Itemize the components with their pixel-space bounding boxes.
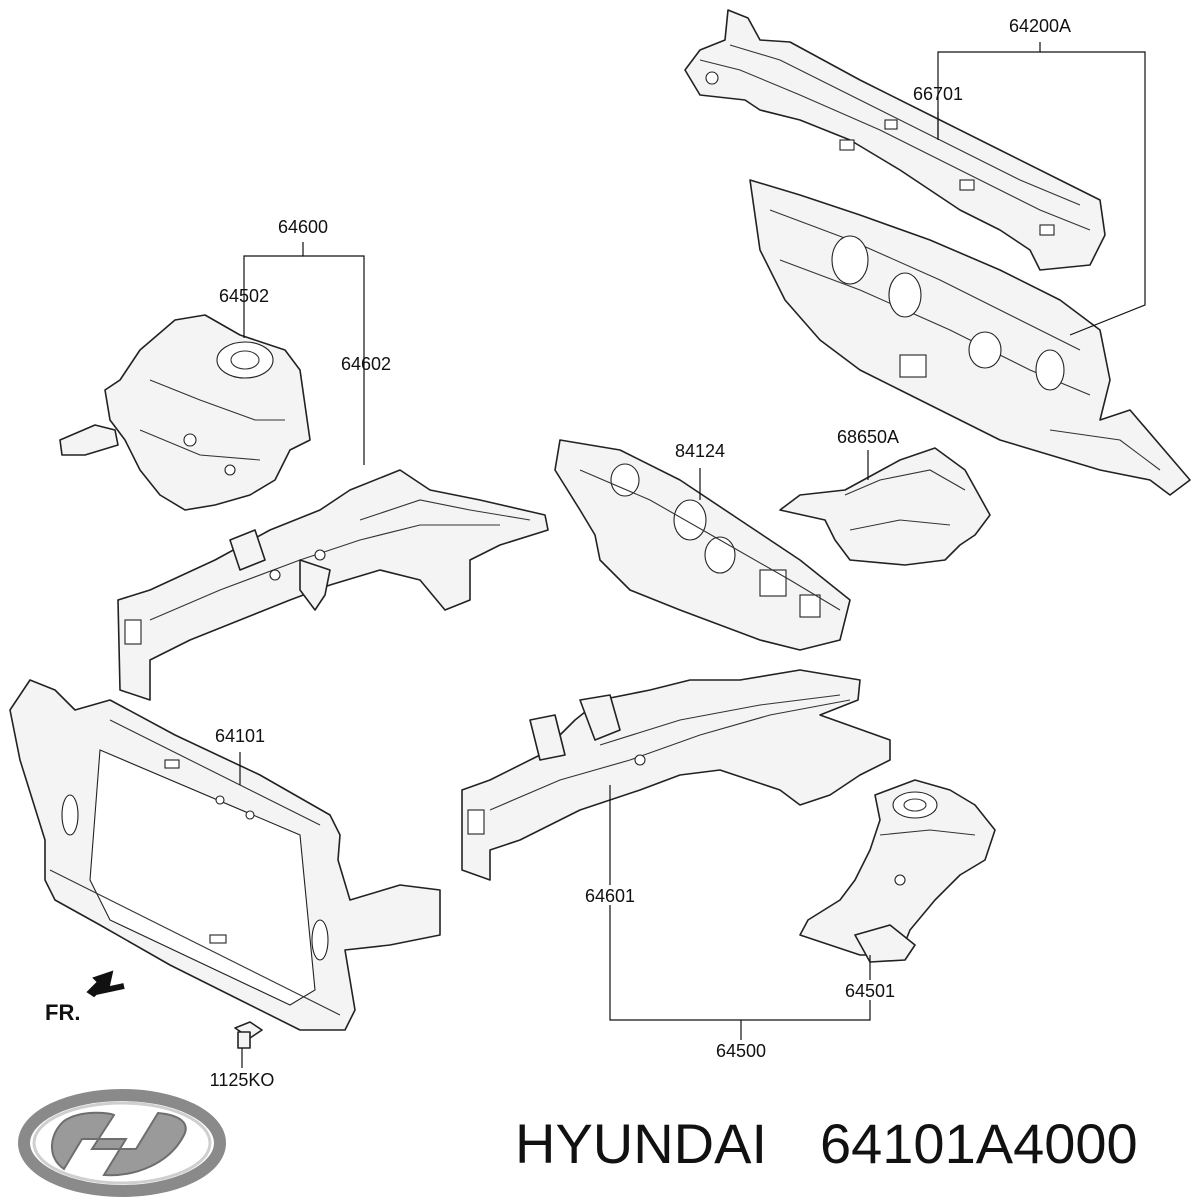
radiator-support-64101 (9, 679, 441, 1031)
label-64602: 64602 (341, 354, 391, 374)
part-caption: HYUNDAI 64101A4000 (515, 1112, 1138, 1175)
fender-apron-64501 (799, 779, 996, 963)
dash-panel (749, 179, 1191, 496)
hyundai-logo-icon (18, 1089, 226, 1197)
leader-lines (239, 42, 1146, 1068)
direction-arrow-icon (86, 970, 114, 998)
label-1125KO: 1125KO (210, 1070, 275, 1090)
front-direction-marker: FR. (45, 970, 125, 1025)
label-68650A: 68650A (837, 427, 899, 447)
front-side-member-64602 (117, 469, 549, 701)
front-side-member-64601 (461, 669, 891, 881)
caption-part-number: 64101A4000 (820, 1112, 1138, 1175)
callout-labels: 64200A 66701 64600 64502 64602 84124 686… (210, 16, 1071, 1090)
dash-insulator-84124 (554, 439, 851, 651)
label-64101: 64101 (215, 726, 265, 746)
label-64601: 64601 (585, 886, 635, 906)
label-64502: 64502 (219, 286, 269, 306)
label-84124: 84124 (675, 441, 725, 461)
label-64600: 64600 (278, 217, 328, 237)
label-64500: 64500 (716, 1041, 766, 1061)
heat-protector-68650A (779, 447, 991, 566)
label-64501: 64501 (845, 981, 895, 1001)
bolt-1125KO-icon (234, 1021, 263, 1049)
label-66701: 66701 (913, 84, 963, 104)
label-64200A: 64200A (1009, 16, 1071, 36)
fr-label: FR. (45, 1000, 80, 1025)
cowl-panel-66701 (684, 9, 1106, 271)
fender-apron-64502 (59, 314, 311, 511)
caption-brand: HYUNDAI (515, 1112, 767, 1175)
